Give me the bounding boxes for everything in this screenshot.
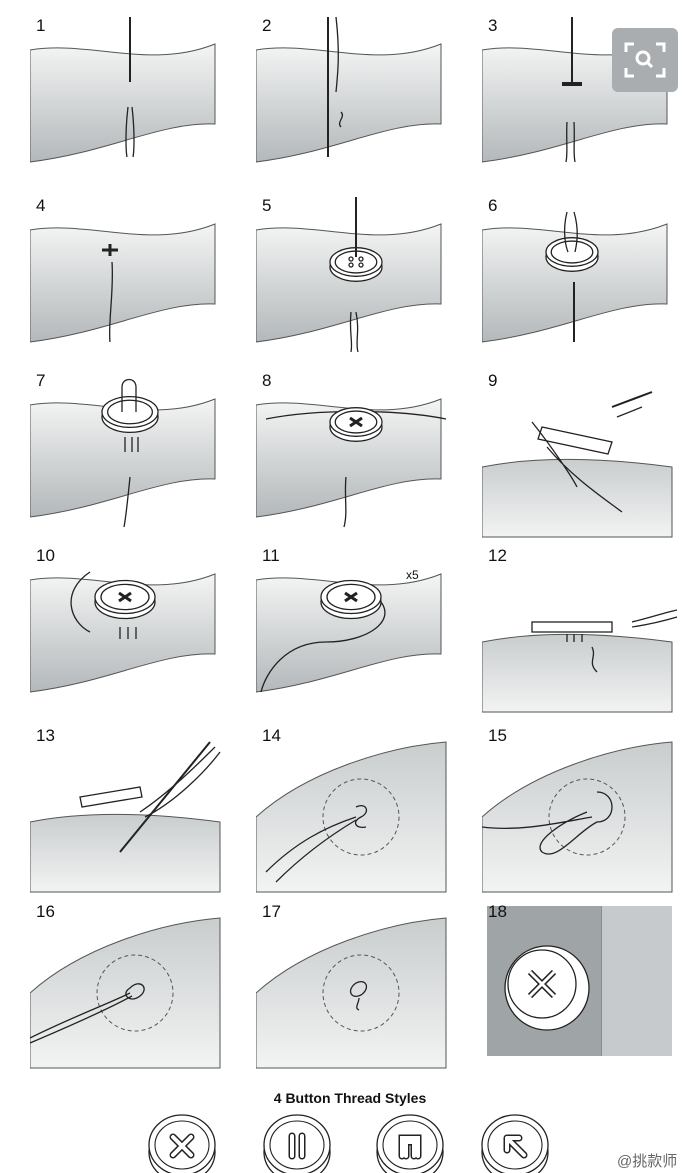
thread-style-arrow	[481, 1114, 549, 1173]
step-5-illustration	[256, 197, 442, 353]
step-number: 17	[262, 902, 281, 921]
step-number: 9	[488, 371, 498, 390]
step-number: 14	[262, 726, 281, 745]
step-4-illustration	[30, 223, 216, 343]
step-number: 4	[36, 196, 46, 215]
step-5-panel: 5	[256, 192, 456, 364]
step-number: 12	[488, 546, 507, 565]
step-number: 16	[36, 902, 55, 921]
step-11-illustration	[256, 573, 442, 693]
step-13-panel: 13	[30, 722, 230, 894]
step-16-panel: 16	[30, 898, 230, 1070]
step-4-panel: 4	[30, 192, 230, 364]
step-2-illustration	[256, 16, 442, 163]
step-number: 15	[488, 726, 507, 745]
step-7-illustration	[30, 378, 216, 528]
step-number: 3	[488, 16, 498, 35]
step-9-illustration	[482, 391, 673, 538]
step-8-illustration	[256, 398, 447, 528]
step-16-illustration	[30, 917, 221, 1069]
step-1-illustration	[30, 17, 216, 163]
step-number: 18	[488, 902, 507, 921]
step-number: 11	[262, 546, 280, 565]
step-12-panel: 12	[482, 542, 682, 714]
step-12-illustration	[482, 609, 678, 713]
step-11-panel: 11 x5	[256, 542, 456, 714]
step-number: 5	[262, 196, 272, 215]
repeat-note: x5	[406, 568, 419, 582]
step-14-panel: 14	[256, 722, 456, 894]
zoom-search-button[interactable]	[612, 28, 678, 92]
thread-styles-title: 4 Button Thread Styles	[273, 1090, 427, 1106]
step-14-illustration	[256, 741, 447, 893]
step-number: 2	[262, 16, 272, 35]
step-6-illustration	[482, 211, 668, 343]
step-7-panel: 7	[30, 367, 230, 539]
step-2-panel: 2	[256, 12, 456, 184]
step-number: 10	[36, 546, 55, 565]
step-number: 1	[36, 16, 46, 35]
thread-styles-illustration	[148, 1114, 549, 1173]
thread-style-cross	[148, 1114, 216, 1173]
step-13-illustration	[30, 741, 221, 893]
step-18-panel: 18	[482, 898, 682, 1070]
step-6-panel: 6	[482, 192, 682, 364]
thread-style-parallel	[263, 1114, 331, 1173]
step-10-illustration	[30, 571, 216, 693]
search-zoom-icon	[624, 42, 666, 78]
step-17-panel: 17	[256, 898, 456, 1070]
step-1-panel: 1	[30, 12, 230, 184]
step-number: 8	[262, 371, 272, 390]
step-number: 7	[36, 371, 46, 390]
step-17-illustration	[256, 917, 447, 1069]
step-18-illustration	[487, 906, 672, 1056]
step-8-panel: 8	[256, 367, 456, 539]
thread-style-square	[376, 1114, 444, 1173]
step-number: 13	[36, 726, 55, 745]
step-number: 6	[488, 196, 498, 215]
step-10-panel: 10	[30, 542, 230, 714]
watermark: @挑款师	[617, 1153, 678, 1170]
step-15-illustration	[482, 741, 673, 893]
step-15-panel: 15	[482, 722, 682, 894]
step-9-panel: 9	[482, 367, 682, 539]
